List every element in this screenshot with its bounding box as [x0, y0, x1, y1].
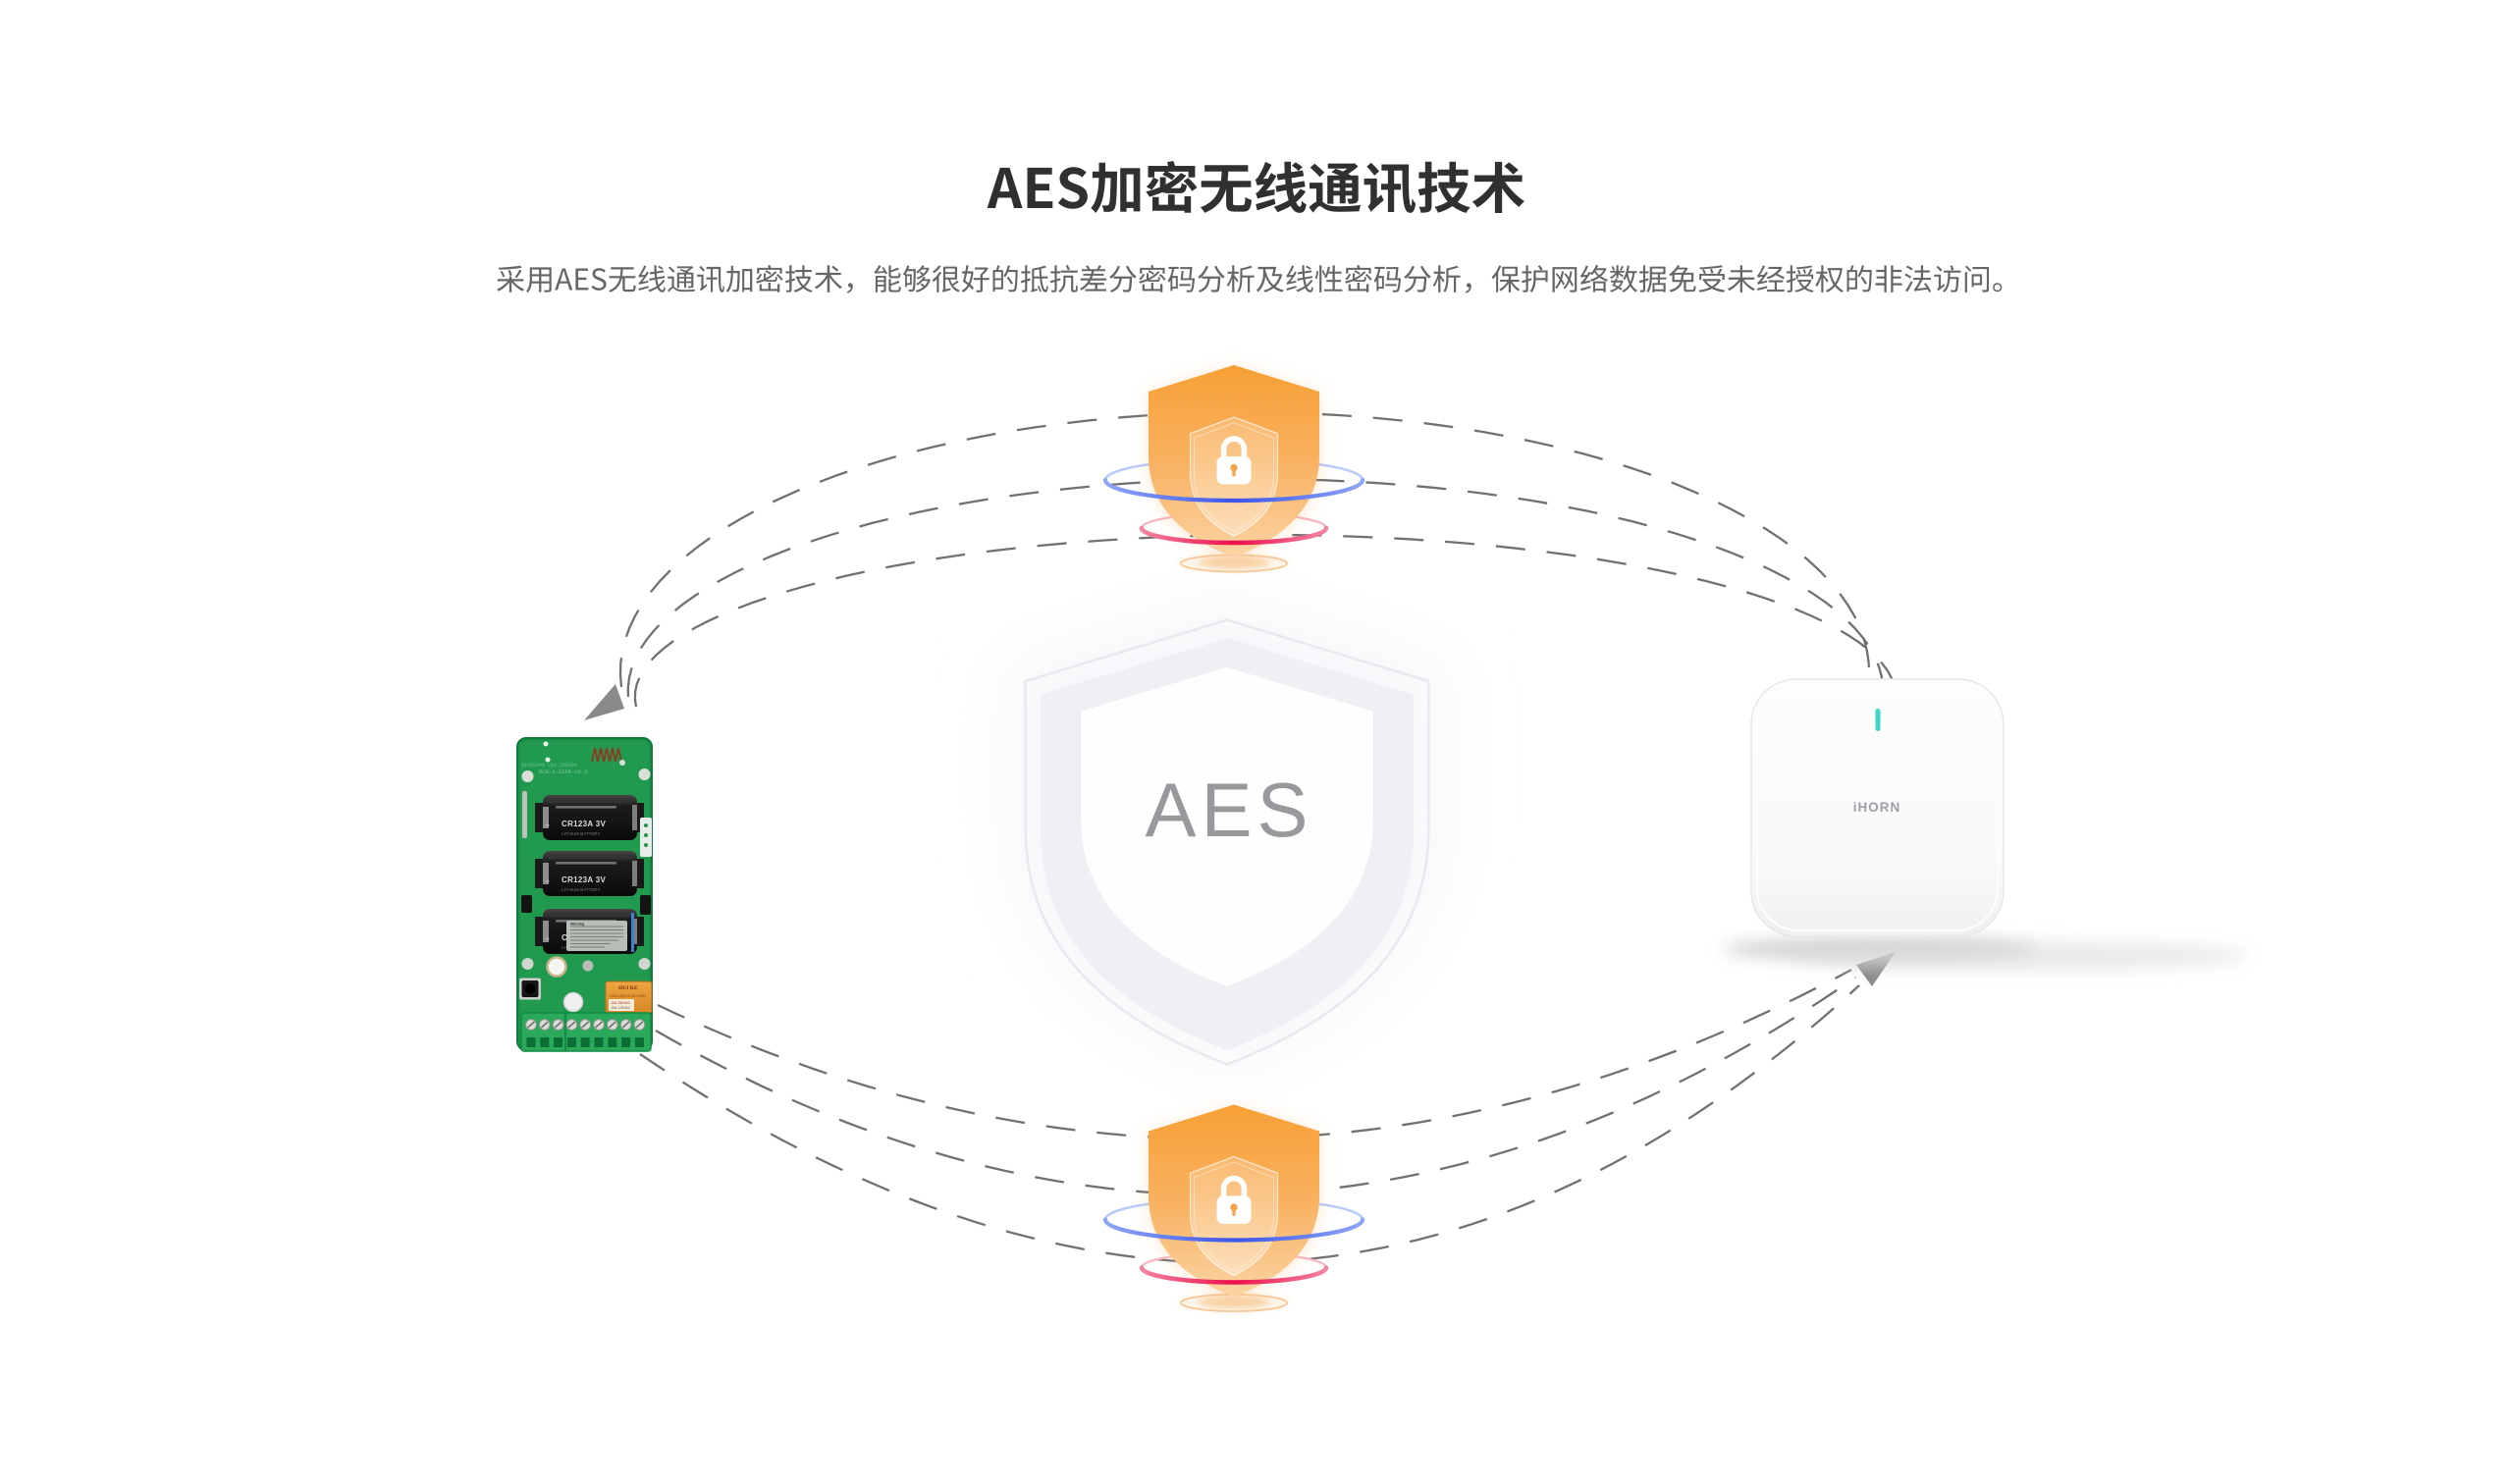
- svg-text:+: +: [545, 876, 550, 886]
- svg-text:CR123A 3V: CR123A 3V: [561, 820, 606, 828]
- svg-text:LITHIUM BATTERY: LITHIUM BATTERY: [561, 887, 601, 892]
- svg-text:10A 250VAC: 10A 250VAC: [611, 1001, 631, 1005]
- svg-text:HK4100F-DCSV-SHG: HK4100F-DCSV-SHG: [610, 994, 646, 998]
- svg-text:HUI KE: HUI KE: [618, 985, 638, 991]
- svg-text:iHORN: iHORN: [1853, 800, 1901, 815]
- svg-text:AES: AES: [1145, 767, 1312, 853]
- svg-text:15A 125VAC: 15A 125VAC: [611, 1006, 631, 1010]
- svg-text:PCB-1-Z1FK-V2.1: PCB-1-Z1FK-V2.1: [539, 768, 588, 775]
- svg-text:+: +: [545, 934, 550, 944]
- svg-text:81065346 V16.250301: 81065346 V16.250301: [521, 763, 577, 768]
- svg-text:+: +: [545, 821, 550, 830]
- svg-text:Warning: Warning: [570, 923, 584, 927]
- svg-text:CR123A 3V: CR123A 3V: [561, 875, 606, 884]
- svg-text:LITHIUM BATTERY: LITHIUM BATTERY: [561, 831, 601, 836]
